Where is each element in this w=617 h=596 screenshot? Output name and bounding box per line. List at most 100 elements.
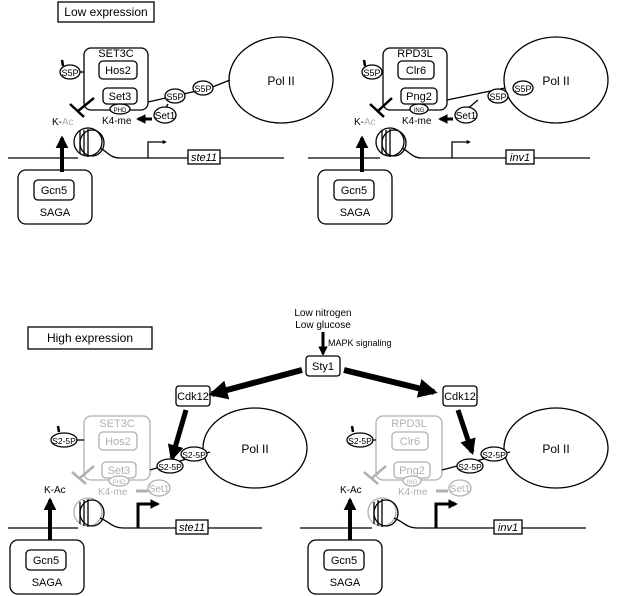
high-right-panel: Cdk12 Pol II RPD3L Clr6 Png2 ING K4-me S… (300, 385, 609, 595)
rpd3l-label: RPD3L (397, 48, 432, 60)
low-nitrogen-label: Low nitrogen (294, 308, 351, 319)
sty1-box (305, 355, 341, 377)
set1-right (454, 106, 478, 124)
inv1-label: inv1 (510, 152, 530, 164)
inv1-gene-box (505, 149, 535, 165)
s25p-ctd-right-1 (456, 458, 484, 474)
s25p-complex-right (346, 432, 374, 448)
set1-inactive-right (448, 479, 472, 497)
svg-text:S2-5P: S2-5P (458, 462, 482, 472)
png2-label: Png2 (406, 91, 432, 103)
saga-complex-high-left (9, 539, 85, 595)
clr6-label: Clr6 (406, 65, 426, 77)
svg-text:Pol II: Pol II (542, 442, 569, 456)
hos2-label: Hos2 (105, 65, 131, 77)
svg-text:S5P: S5P (61, 68, 78, 78)
saga-complex-right (317, 169, 393, 225)
s5p-complex-right (361, 64, 383, 80)
set1-inactive-left (147, 479, 171, 497)
svg-text:K4-me: K4-me (398, 487, 428, 498)
svg-text:SAGA: SAGA (32, 577, 63, 589)
high-expression-title-box (27, 326, 153, 350)
svg-text:Gcn5: Gcn5 (33, 555, 59, 567)
pol2-high-left (202, 407, 308, 489)
high-expression-title: High expression (47, 331, 133, 345)
svg-text:Cdk12: Cdk12 (444, 391, 476, 403)
s5p-ctd-1 (164, 88, 186, 104)
svg-text:SET3C: SET3C (99, 418, 135, 430)
phd-domain (109, 103, 131, 115)
low-expression-title-box (57, 1, 155, 23)
svg-text:Gcn5: Gcn5 (341, 185, 367, 197)
pol2-high-right (503, 407, 609, 489)
svg-text:SAGA: SAGA (330, 577, 361, 589)
svg-text:Png2: Png2 (399, 465, 425, 477)
k4me-label: K4-me (102, 116, 132, 127)
gcn5-label: Gcn5 (41, 185, 67, 197)
svg-text:S2-5P: S2-5P (348, 436, 372, 446)
svg-text:S2-5P: S2-5P (482, 450, 506, 460)
svg-text:K4-me: K4-me (98, 487, 128, 498)
s5p-ctd-2 (192, 80, 214, 96)
dna-high-right (300, 517, 586, 529)
k-ac-high-right: K-Ac (340, 485, 362, 496)
svg-text:K4-me: K4-me (402, 116, 432, 127)
pol2-right (503, 36, 609, 124)
k-label: K- (52, 117, 62, 128)
svg-text:Set3: Set3 (108, 465, 131, 477)
svg-text:Pol II: Pol II (241, 442, 268, 456)
s25p-ctd-left-2 (180, 446, 208, 462)
svg-text:K-: K- (354, 117, 364, 128)
s5p-complex (59, 64, 81, 80)
svg-text:Pol II: Pol II (542, 74, 569, 88)
saga-label: SAGA (40, 207, 71, 219)
low-right-panel: Pol II RPD3L Clr6 Png2 ING S5P S5P S5P S… (308, 36, 609, 225)
k-ac-high-left: K-Ac (44, 485, 66, 496)
set3c-label: SET3C (98, 48, 134, 60)
high-left-panel: High expression Cdk12 Pol II SET3C Hos2 … (8, 326, 308, 595)
svg-text:S5P: S5P (363, 68, 380, 78)
pol2-label: Pol II (267, 74, 294, 88)
svg-text:S5P: S5P (489, 92, 506, 102)
cdk12-box-right (442, 385, 478, 407)
s5p-ctd-right-1 (487, 88, 509, 104)
ac-gray: Ac (62, 117, 74, 128)
svg-text:ste11: ste11 (179, 522, 205, 534)
svg-text:S5P: S5P (166, 92, 183, 102)
svg-text:PHD: PHD (113, 480, 126, 486)
svg-text:inv1: inv1 (498, 522, 518, 534)
gcn5-box (33, 179, 75, 201)
signaling-pathway: Low nitrogen Low glucose MAPK signaling … (208, 308, 438, 400)
svg-text:Ac: Ac (364, 117, 376, 128)
sty1-label: Sty1 (312, 361, 334, 373)
svg-text:Hos2: Hos2 (105, 436, 131, 448)
mapk-label: MAPK signaling (328, 338, 392, 348)
low-expression-title: Low expression (64, 5, 147, 19)
dna-right (308, 147, 590, 159)
clr6-box (397, 60, 435, 80)
svg-text:ING: ING (407, 480, 418, 486)
inv1-gene-box-high (493, 519, 523, 535)
ste11-gene-box-high (175, 519, 209, 535)
s5p-ctd-right-2 (512, 80, 534, 96)
svg-text:S5P: S5P (194, 84, 211, 94)
svg-text:Clr6: Clr6 (400, 436, 420, 448)
set3-label: Set3 (109, 91, 132, 103)
saga-complex-high-right (307, 539, 383, 595)
saga-complex-left (17, 169, 93, 225)
ing-label: ING (414, 108, 425, 114)
set1-left (153, 106, 177, 124)
low-glucose-label: Low glucose (295, 320, 351, 331)
svg-text:Set1: Set1 (450, 484, 471, 495)
cdk12-box-left (175, 385, 211, 407)
s25p-complex-left (50, 432, 78, 448)
s25p-ctd-right-2 (480, 446, 508, 462)
cdk12-label: Cdk12 (177, 391, 209, 403)
ste11-label: ste11 (191, 152, 217, 164)
svg-text:RPD3L: RPD3L (391, 418, 426, 430)
svg-text:S2-5P: S2-5P (158, 462, 182, 472)
ste11-gene-box (187, 149, 221, 165)
svg-text:S2-5P: S2-5P (52, 436, 76, 446)
phd-label: PHD (114, 108, 127, 114)
